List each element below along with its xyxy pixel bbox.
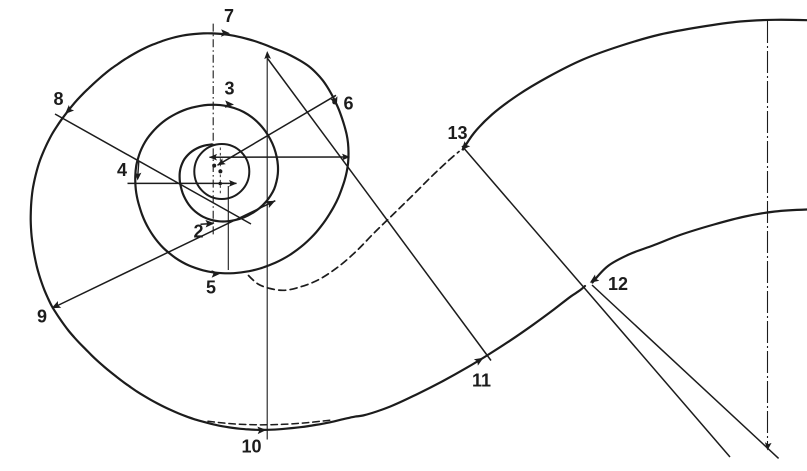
spiral-main-curve [29, 32, 587, 432]
arrow-radius-r-arrowhead [342, 153, 350, 161]
point-label-13: 13 [447, 123, 467, 143]
arrow-2-arrowhead [205, 219, 215, 228]
point-label-2: 2 [193, 222, 203, 242]
point-label-7: 7 [224, 6, 234, 26]
center-dot-b [218, 169, 223, 174]
arrow-4-down-arrowhead [134, 172, 142, 181]
neck-bottom-after-12-curve [591, 208, 807, 284]
arrow-7-arrowhead [220, 29, 230, 37]
point-label-9: 9 [37, 307, 47, 327]
point-label-11: 11 [472, 371, 491, 391]
line-13-diagonal [461, 145, 731, 458]
point-labels-layer: 2 3 4 5 6 7 8 9 10 11 12 13 [37, 6, 628, 457]
arrowheads-layer [51, 29, 772, 451]
point-label-6: 6 [343, 94, 353, 114]
spiral-curves-layer [29, 18, 807, 432]
point-label-10: 10 [241, 437, 261, 457]
arrow-9-arrowhead [51, 300, 62, 309]
line-12-diagonal [591, 284, 780, 459]
line-6 [217, 94, 337, 166]
point-label-4: 4 [117, 160, 127, 180]
arrow-5-arrowhead [211, 270, 221, 278]
point-label-8: 8 [53, 89, 63, 109]
point-label-3: 3 [224, 79, 234, 99]
hidden-bottom-dashed-curve [207, 419, 334, 426]
arrow-6-near-arrowhead [217, 158, 226, 166]
arrow-v267-top-arrowhead [264, 51, 271, 60]
line-8 [54, 113, 252, 225]
arrow-8-arrowhead [65, 105, 75, 114]
arrow-v767-bot-arrowhead [764, 442, 772, 451]
arrow-4-line-r-arrowhead [229, 180, 237, 187]
center-dot-c [218, 181, 222, 186]
arrow-13-arrowhead [461, 141, 471, 151]
line-9 [52, 200, 276, 309]
neck-top-curve [461, 18, 807, 151]
arrow-11-arrowhead [473, 357, 484, 366]
arrow-radius-l-arrowhead [209, 153, 217, 161]
center-dot-a [212, 163, 217, 168]
hidden-spiral-dashed-curve [247, 150, 460, 292]
arrow-12-arrowhead [589, 274, 600, 283]
point-label-5: 5 [206, 278, 216, 298]
arrow-3-arrowhead [224, 100, 234, 108]
dot-6 [332, 99, 337, 105]
arrow-9-far-arrowhead [265, 200, 276, 209]
line-11-diagonal [266, 57, 492, 361]
center-dots-layer [212, 99, 337, 186]
point-label-12: 12 [608, 274, 628, 294]
eye-circle-curve [193, 143, 251, 200]
arrow-10-arrowhead [257, 426, 267, 435]
